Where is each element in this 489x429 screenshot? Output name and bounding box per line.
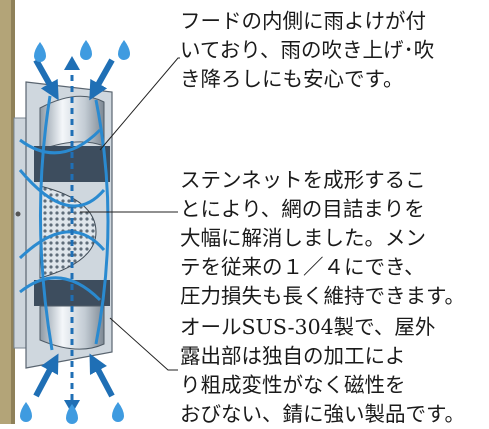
lower-rain-guard <box>39 305 105 350</box>
water-drop-icon <box>118 40 130 60</box>
water-drop-icon <box>112 402 124 422</box>
callout-line: フードの内側に雨よけが付 <box>180 9 426 33</box>
screw <box>15 211 21 217</box>
callout-line: おびない、錆に強い製品です。 <box>180 402 465 426</box>
leader-line-3 <box>109 317 178 371</box>
airflow-curve <box>94 99 110 345</box>
rain-arrow-icon <box>33 353 59 398</box>
callout-line: ステンネットを成形するこ <box>180 168 426 192</box>
callout-line: オールSUS-304製で、屋外 <box>180 315 436 339</box>
rain-arrow-icon <box>33 58 59 101</box>
callout-line: 露出部は独自の加工によ <box>180 344 406 368</box>
callout-line: 大幅に解消しました。メン <box>180 226 426 250</box>
callout-line: いており、雨の吹き上げ･吹 <box>180 38 435 62</box>
arrowhead-up-icon <box>64 56 80 70</box>
callout-line: 圧力損失も長く維持できます。 <box>180 284 465 308</box>
water-drop-icon <box>66 404 78 424</box>
water-drop-icon <box>80 40 92 60</box>
leader-line-1 <box>99 57 180 151</box>
water-drop-icon <box>34 42 46 62</box>
callout-line: り粗成変性がなく磁性を <box>180 373 406 397</box>
flange <box>13 117 27 349</box>
water-drop-icon <box>20 402 32 422</box>
rain-arrow-icon <box>89 353 115 398</box>
callout-line: とにより、網の目詰まりを <box>180 197 425 221</box>
wall-edge <box>11 0 15 424</box>
rain-arrow-icon <box>89 58 115 101</box>
airflow-curve <box>19 128 102 155</box>
callout-line: き降ろしにも安心です。 <box>180 67 404 91</box>
airflow-curve <box>38 95 54 351</box>
wall <box>0 0 14 424</box>
callout-rain-guard: フードの内側に雨よけが付 いており、雨の吹き上げ･吹 き降ろしにも安心です。 <box>180 7 486 94</box>
airflow-curve <box>18 230 106 260</box>
callout-stainless-net: ステンネットを成形するこ とにより、網の目詰まりを 大幅に解消しました。メン テ… <box>180 166 486 311</box>
callout-material: オールSUS-304製で、屋外 露出部は独自の加工によ り粗成変性がなく磁性を … <box>180 313 486 429</box>
airflow-curve <box>18 169 106 208</box>
airflow-curve <box>19 276 102 302</box>
callout-line: テを従来の１／４にでき、 <box>180 255 425 279</box>
